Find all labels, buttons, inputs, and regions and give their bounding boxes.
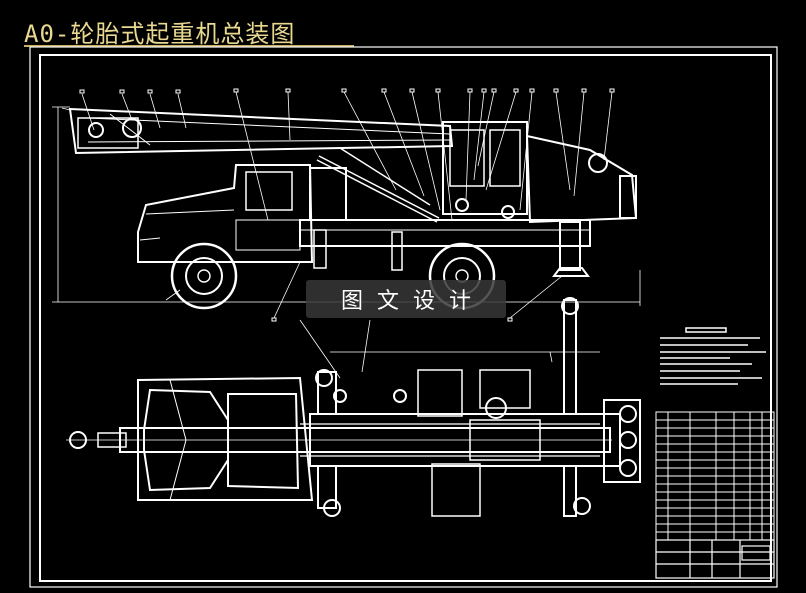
outrigger-beams (315, 297, 591, 517)
part-callout-marks (79, 88, 615, 322)
watermark-text: 图文设计 (340, 289, 485, 314)
parts-list-table (655, 411, 775, 541)
plan-leader-lines (299, 319, 600, 379)
side-elevation-view (52, 88, 641, 322)
watermark-banner: 图文设计 (306, 280, 506, 318)
truck-cab-plan (137, 376, 314, 501)
telescopic-boom (68, 107, 454, 155)
operator-cab (442, 121, 528, 219)
title-underline (24, 45, 354, 47)
technical-requirements-notes (660, 327, 766, 385)
title-block (655, 539, 775, 579)
drawing-title: A0-轮胎式起重机总装图 (24, 20, 296, 48)
truck-cab (137, 164, 347, 263)
sheet-border (29, 46, 778, 588)
counterweight-plan (603, 399, 641, 483)
front-wheel (170, 242, 238, 310)
turntable-housing (525, 134, 638, 224)
part-leader-lines (81, 91, 613, 319)
lift-cylinder (316, 147, 440, 223)
boom-plan (69, 419, 611, 461)
carrier-frame-plan (309, 369, 621, 517)
plan-view (66, 297, 641, 517)
